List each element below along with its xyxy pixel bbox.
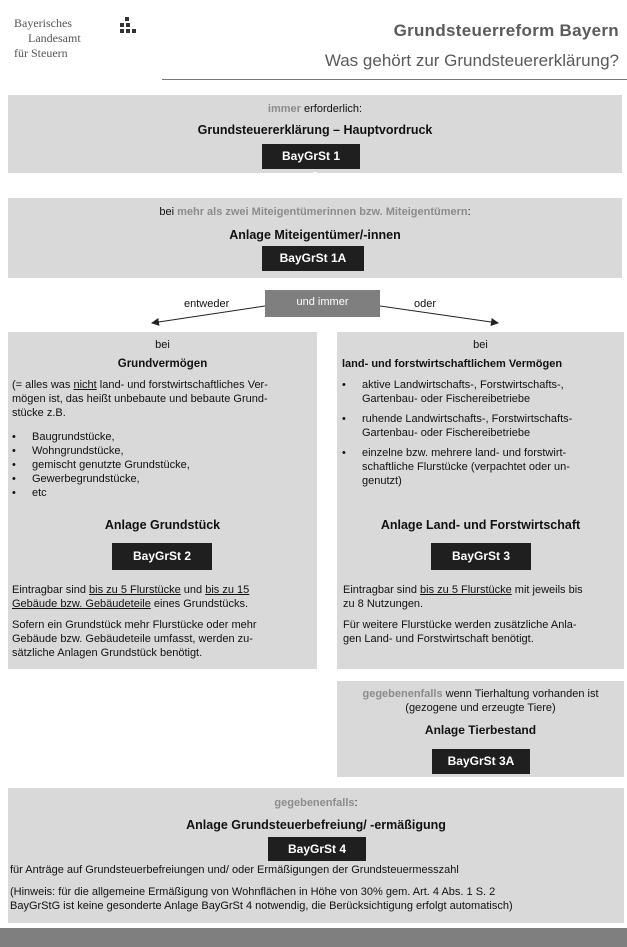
lufv-capacity-text: Eintragbar sind bis zu 5 Flurstücke mit …	[343, 583, 624, 611]
desc-line-1: (= alles was nicht land- und forstwirtsc…	[12, 378, 317, 392]
right-bei-label: bei	[473, 339, 488, 351]
bayerisches-landesamt-logo: Bayerisches Landesamt für Steuern	[14, 16, 154, 61]
grundvermoegen-list: Baugrundstücke, Wohngrundstücke, gemisch…	[10, 430, 310, 500]
header-divider	[162, 79, 627, 80]
baygrst-4-button[interactable]: BayGrSt 4	[268, 837, 366, 861]
footer-bar	[0, 928, 627, 947]
item-line: einzelne bzw. mehrere land- und forstwir…	[362, 447, 567, 459]
logo-line-2: Landesamt	[28, 31, 81, 45]
list-item: gemischt genutzte Grundstücke,	[10, 458, 310, 472]
grundvermoegen-description: (= alles was nicht land- und forstwirtsc…	[12, 378, 317, 420]
cap-part-a: Eintragbar sind	[12, 584, 90, 596]
left-bei-label: bei	[155, 339, 170, 351]
tier-condition-line-2: (gezogene und erzeugte Tiere)	[405, 702, 556, 714]
lufv-cap-underline: bis zu 5 Flurstücke	[420, 584, 512, 596]
note-line-1: (Hinweis: für die allgemeine Ermäßigung …	[10, 886, 496, 898]
desc-line-3: stücke z.B.	[12, 407, 66, 419]
item-line: schaftliche Flurstücke (verpachtet oder …	[362, 461, 570, 473]
befreiung-note: (Hinweis: für die allgemeine Ermäßigung …	[10, 885, 622, 913]
list-item: Baugrundstücke,	[10, 430, 310, 444]
und-immer-button[interactable]: und immer	[265, 290, 380, 317]
list-item: Wohngrundstücke,	[10, 444, 310, 458]
cap-underline-3: Gebäude bzw. Gebäudeteile	[12, 598, 151, 610]
main-form-title: Grundsteuererklärung – Hauptvordruck	[197, 123, 433, 137]
additional-line-1: Sofern ein Grundstück mehr Flurstücke od…	[12, 619, 257, 631]
grundstueck-capacity-text: Eintragbar sind bis zu 5 Flurstücke und …	[12, 583, 317, 611]
main-qualifier-rest: erforderlich:	[300, 103, 363, 115]
befreiung-qualifier-highlight: gegebenenfalls	[274, 797, 355, 809]
befreiung-qualifier-post: :	[354, 797, 358, 809]
item-line: Gartenbau- oder Fischereibetriebe	[362, 393, 531, 405]
lufv-capacity-line-1: Eintragbar sind bis zu 5 Flurstücke mit …	[343, 583, 624, 597]
baygrst-1-button[interactable]: BayGrSt 1	[262, 144, 360, 169]
anlage-tierbestand-title: Anlage Tierbestand	[424, 723, 537, 737]
page-title: Grundsteuerreform Bayern	[393, 21, 619, 40]
grundvermoegen-panel	[8, 332, 317, 669]
grundvermoegen-title: Grundvermögen	[117, 358, 208, 370]
tier-condition-highlight: gegebenenfalls	[362, 688, 443, 700]
arrow-left	[151, 305, 266, 326]
lufv-cap-part-b: mit jeweils bis	[511, 584, 583, 596]
lufv-additional-line-2: gen Land- und Forstwirtschaft benötigt.	[343, 633, 534, 645]
lufv-capacity-line-2: zu 8 Nutzungen.	[343, 598, 424, 610]
item-line: Gartenbau- oder Fischereibetriebe	[362, 427, 531, 439]
capacity-line-1: Eintragbar sind bis zu 5 Flurstücke und …	[12, 583, 317, 597]
page-subtitle: Was gehört zur Grundsteuererklärung?	[324, 51, 619, 70]
co-owner-condition-highlight: mehr als zwei Miteigentümerinnen bzw. Mi…	[177, 206, 468, 218]
lufv-additional-line-1: Für weitere Flurstücke werden zusätzlich…	[343, 619, 577, 631]
tier-condition-rest: wenn Tierhaltung vorhanden ist	[442, 688, 599, 700]
co-owner-condition: bei mehr als zwei Miteigentümerinnen bzw…	[8, 205, 622, 219]
cap-part-c: eines Grundstücks.	[150, 598, 249, 610]
cap-underline-1: bis zu 5 Flurstücke	[89, 584, 181, 596]
item-line: aktive Landwirtschafts-, Forstwirtschaft…	[362, 379, 564, 391]
list-item: einzelne bzw. mehrere land- und forstwir…	[340, 446, 626, 488]
desc-part-1: (= alles was	[12, 379, 74, 391]
plus-icon	[305, 172, 325, 192]
list-item: Gewerbegrundstücke,	[10, 472, 310, 486]
lufv-title: land- und forstwirtschaftlichem Vermögen	[342, 358, 563, 370]
desc-part-2: land- und forstwirtschaftliches Ver-	[96, 379, 268, 391]
list-item: etc	[10, 486, 310, 500]
grundstueck-additional-text: Sofern ein Grundstück mehr Flurstücke od…	[12, 618, 317, 660]
main-qualifier-highlight: immer	[267, 103, 301, 115]
branch-label-oder: oder	[414, 298, 437, 310]
co-owner-condition-pre: bei	[159, 206, 178, 218]
lufv-cap-part-a: Eintragbar sind	[343, 584, 421, 596]
cap-underline-2: bis zu 15	[205, 584, 250, 596]
baygrst-3a-button[interactable]: BayGrSt 3A	[432, 749, 530, 774]
item-line: ruhende Landwirtschafts-, Forstwirtschaf…	[362, 413, 573, 425]
note-line-2: BayGrStG ist keine gesonderte Anlage Bay…	[10, 900, 513, 912]
co-owner-condition-post: :	[467, 206, 471, 218]
lufv-additional-text: Für weitere Flurstücke werden zusätzlich…	[343, 618, 624, 646]
logo-line-3: für Steuern	[14, 46, 68, 60]
baygrst-3-button[interactable]: BayGrSt 3	[431, 543, 531, 570]
cap-part-b: und	[180, 584, 206, 596]
lufv-list: aktive Landwirtschafts-, Forstwirtschaft…	[340, 378, 626, 488]
capacity-line-2: Gebäude bzw. Gebäudeteile eines Grundstü…	[12, 597, 317, 611]
anlage-grundstueck-title: Anlage Grundstück	[104, 518, 221, 532]
befreiung-title: Anlage Grundsteuerbefreiung/ -ermäßigung	[186, 818, 446, 832]
befreiung-qualifier: gegebenenfalls:	[8, 796, 624, 810]
list-item: ruhende Landwirtschafts-, Forstwirtschaf…	[340, 412, 626, 440]
additional-line-2: Gebäude bzw. Gebäudeteile umfasst, werde…	[12, 633, 253, 645]
branch-label-entweder: entweder	[184, 298, 230, 310]
desc-nicht: nicht	[73, 379, 97, 391]
desc-line-2: mögen ist, das heißt unbebaute und bebau…	[12, 393, 268, 405]
co-owner-title: Anlage Miteigentümer/-innen	[229, 228, 401, 242]
logo-line-1: Bayerisches	[14, 16, 72, 30]
main-qualifier: immer erforderlich:	[8, 102, 622, 116]
item-line: genutzt)	[362, 475, 402, 487]
branch-arrows	[151, 305, 499, 326]
arrow-right	[379, 305, 499, 326]
tier-condition: gegebenenfalls wenn Tierhaltung vorhande…	[337, 687, 624, 701]
additional-line-3: sätzliche Anlagen Grundstück benötigt.	[12, 647, 203, 659]
list-item: aktive Landwirtschafts-, Forstwirtschaft…	[340, 378, 626, 406]
baygrst-1a-button[interactable]: BayGrSt 1A	[262, 246, 364, 271]
anlage-lufv-title: Anlage Land- und Forstwirtschaft	[380, 518, 581, 532]
baygrst-2-button[interactable]: BayGrSt 2	[112, 543, 212, 570]
befreiung-text: für Anträge auf Grundsteuerbefreiungen u…	[10, 864, 459, 876]
